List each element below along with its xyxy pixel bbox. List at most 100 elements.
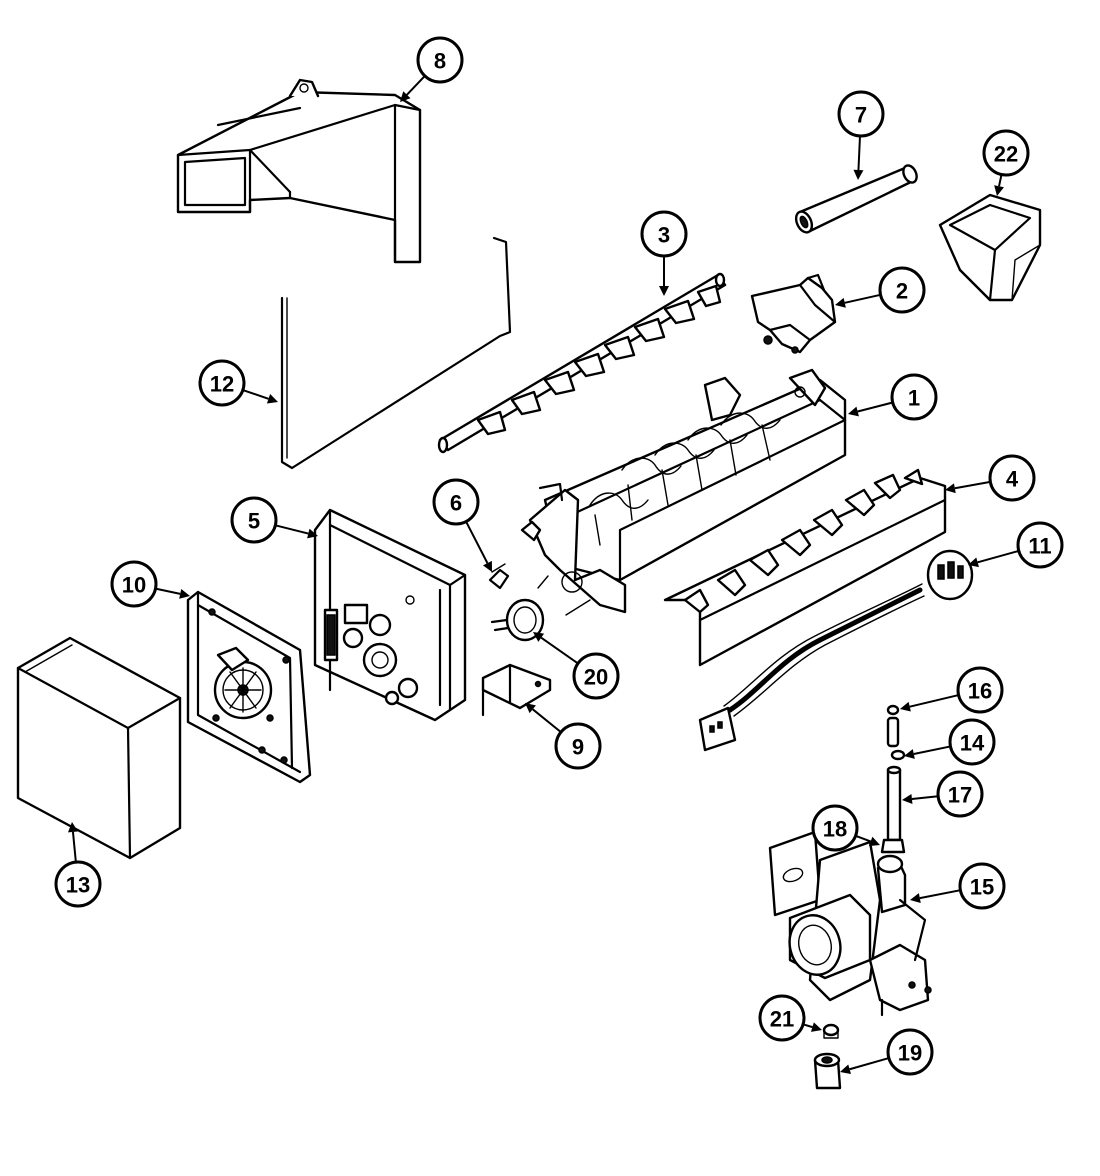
part-inlet-fittings	[880, 704, 906, 854]
callout-arrowhead	[968, 557, 979, 568]
part-ejector-shaft	[437, 272, 727, 454]
callout-circle	[956, 666, 1004, 714]
callout-9: 9	[525, 703, 602, 770]
callout-circle	[948, 718, 996, 766]
callout-number: 15	[970, 875, 994, 900]
callout-circle	[758, 994, 806, 1042]
part-cover	[16, 636, 182, 860]
part-bracket	[481, 663, 552, 717]
callout-circle	[110, 560, 158, 608]
callout-number: 8	[434, 49, 446, 74]
part-fill-cup	[176, 78, 422, 264]
callout-leader	[540, 636, 579, 665]
callout-7: 7	[837, 90, 885, 180]
part-19-fitting	[813, 1052, 842, 1090]
callout-number: 2	[896, 279, 908, 304]
callout-14: 14	[904, 718, 996, 766]
part-18-nut	[880, 838, 906, 854]
callout-arrowhead	[868, 836, 880, 847]
callout-number: 22	[994, 142, 1018, 167]
part-ice-cup	[938, 193, 1042, 302]
callout-leader	[919, 889, 961, 900]
callout-circle	[886, 1028, 934, 1076]
callout-13: 13	[54, 822, 102, 908]
callout-number: 9	[572, 735, 584, 760]
part-clip	[488, 563, 510, 590]
callout-circle	[230, 496, 278, 544]
callout-arrowhead	[659, 286, 669, 296]
callout-leader	[954, 480, 991, 490]
callout-arrowhead	[835, 297, 846, 308]
callout-arrowhead	[853, 169, 864, 180]
callout-leader	[909, 694, 959, 708]
callout-8: 8	[400, 36, 464, 102]
callout-2: 2	[835, 266, 926, 314]
callout-number: 5	[248, 509, 260, 534]
callout-circle	[837, 90, 885, 138]
callout-leader	[465, 521, 489, 564]
callout-10: 10	[110, 560, 190, 608]
callout-leader	[913, 745, 951, 755]
callout-circle	[416, 36, 464, 84]
callout-arrowhead	[266, 394, 278, 404]
part-16-grommet	[886, 704, 900, 716]
callout-number: 21	[770, 1007, 794, 1032]
callout-number: 6	[450, 491, 462, 516]
callout-circle	[982, 129, 1030, 177]
part-thermostat	[490, 575, 591, 642]
callout-leader	[802, 1023, 813, 1029]
callout-leader	[844, 293, 881, 304]
callout-number: 14	[960, 731, 985, 756]
callout-number: 10	[122, 573, 146, 598]
callout-leader	[532, 708, 562, 733]
callout-arrowhead	[307, 528, 318, 539]
callout-22: 22	[982, 129, 1030, 196]
callout-leader	[855, 834, 871, 843]
part-17-tube	[886, 768, 902, 842]
callout-arrowhead	[482, 560, 492, 572]
callout-18: 18	[811, 804, 880, 852]
callout-arrowhead	[840, 1064, 851, 1075]
callout-number: 19	[898, 1041, 922, 1066]
callout-circle	[640, 210, 688, 258]
callout-number: 3	[658, 223, 670, 248]
callout-leader	[857, 135, 862, 171]
callout-circle	[54, 860, 102, 908]
callout-number: 7	[855, 103, 867, 128]
callout-5: 5	[230, 496, 318, 544]
callout-20: 20	[533, 632, 620, 700]
callout-arrowhead	[179, 589, 190, 599]
callout-leader	[977, 549, 1020, 564]
callout-11: 11	[968, 521, 1064, 569]
part-stripper	[663, 468, 947, 667]
part-mold	[520, 368, 847, 614]
callout-leader	[242, 389, 269, 400]
callout-arrowhead	[900, 701, 911, 712]
callout-circle	[936, 770, 984, 818]
callout-leader	[998, 174, 1003, 187]
callout-circle	[988, 454, 1036, 502]
callout-leader	[155, 587, 181, 595]
callout-leader	[857, 401, 893, 413]
callout-15: 15	[910, 862, 1006, 910]
callout-circle	[432, 478, 480, 526]
callout-arrowhead	[400, 91, 411, 102]
callout-circle	[572, 652, 620, 700]
part-water-valve	[768, 830, 932, 1017]
callout-circle	[878, 266, 926, 314]
part-fill-tube	[794, 164, 918, 234]
callout-number: 1	[908, 386, 920, 411]
callout-leader	[275, 524, 309, 535]
callout-leader	[71, 831, 77, 863]
callout-16: 16	[900, 666, 1004, 714]
part-shutoff-lever	[750, 273, 837, 354]
part-21-grommet	[822, 1023, 840, 1039]
callout-circle	[1016, 521, 1064, 569]
callout-circle	[198, 359, 246, 407]
callout-arrowhead	[994, 185, 1004, 196]
callout-number: 16	[968, 679, 992, 704]
callout-arrowhead	[910, 893, 921, 903]
callout-17: 17	[902, 770, 984, 818]
